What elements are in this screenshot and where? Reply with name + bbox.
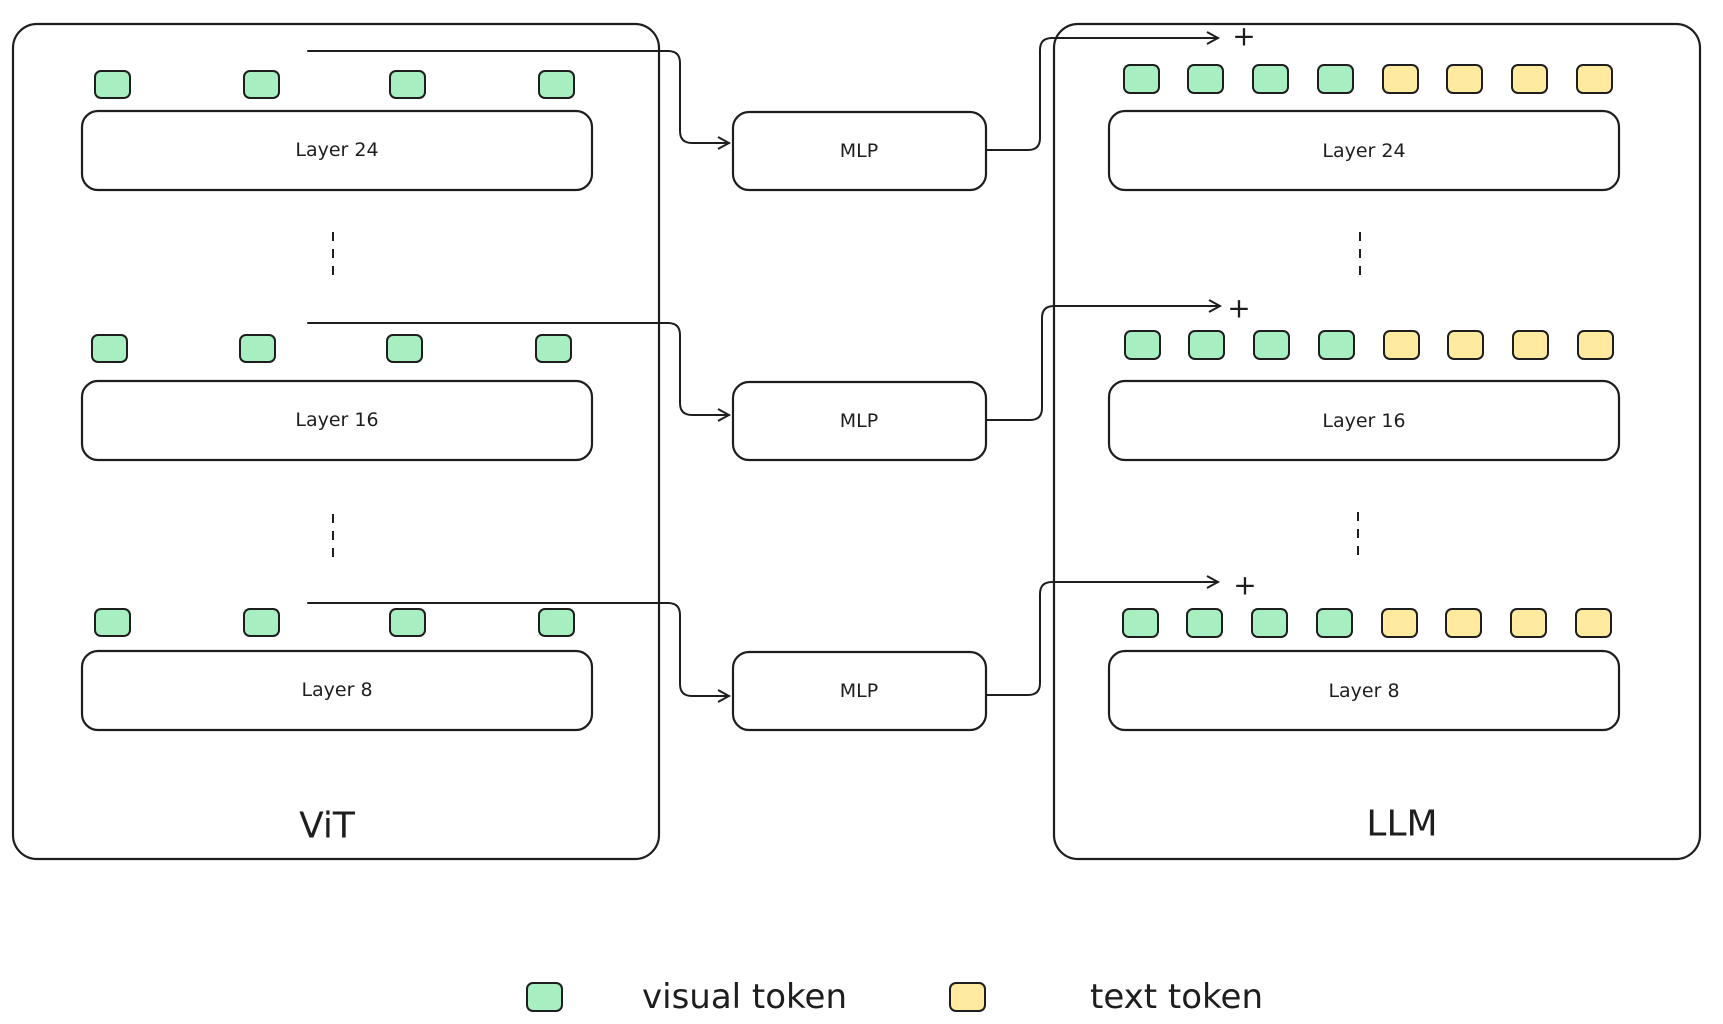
legend-visual-label: visual token (642, 977, 847, 1017)
vit-visual-token (538, 70, 575, 99)
mlp-to-llm-arrow-top (986, 38, 1218, 151)
llm-visual-token (1122, 608, 1159, 638)
llm-layer-8-box (1107, 649, 1621, 732)
legend-text-label: text token (1090, 977, 1263, 1017)
vit-layer-24-box (80, 109, 594, 192)
llm-layer-16-label: Layer 16 (1322, 410, 1405, 432)
vit-to-mlp-arrow-top (307, 50, 729, 143)
llm-text-token (1382, 64, 1419, 94)
llm-visual-token (1188, 330, 1225, 360)
mlp-box-bottom (731, 650, 988, 732)
llm-layer-24-box (1107, 109, 1621, 192)
vit-visual-token (538, 608, 575, 637)
legend-visual-swatch (526, 982, 563, 1012)
llm-text-token (1446, 64, 1483, 94)
llm-text-token (1510, 608, 1547, 638)
llm-visual-token (1187, 64, 1224, 94)
llm-panel (1052, 22, 1702, 861)
vit-visual-token (386, 334, 423, 363)
vit-visual-token (535, 334, 572, 363)
llm-visual-token (1252, 64, 1289, 94)
llm-text-token (1576, 64, 1613, 94)
llm-text-token (1577, 330, 1614, 360)
llm-visual-token (1186, 608, 1223, 638)
vit-to-mlp-arrow-bottom (307, 602, 729, 696)
mlp-label-middle: MLP (840, 410, 878, 432)
llm-text-token (1447, 330, 1484, 360)
llm-layer-16-box (1107, 379, 1621, 462)
llm-text-token (1445, 608, 1482, 638)
llm-layer-24-label: Layer 24 (1322, 140, 1405, 162)
vit-visual-token (389, 70, 426, 99)
vit-visual-token (389, 608, 426, 637)
llm-visual-token (1251, 608, 1288, 638)
vit-to-mlp-arrow-middle (307, 322, 729, 415)
llm-visual-token (1316, 608, 1353, 638)
llm-text-token (1381, 608, 1418, 638)
llm-visual-token (1124, 330, 1161, 360)
vit-visual-token (91, 334, 128, 363)
vit-layer-8-label: Layer 8 (301, 679, 372, 701)
vit-title: ViT (299, 806, 356, 847)
llm-text-token (1512, 330, 1549, 360)
vit-layer-24-label: Layer 24 (295, 139, 378, 161)
llm-visual-token (1317, 64, 1354, 94)
llm-visual-token (1253, 330, 1290, 360)
mlp-box-top (731, 110, 988, 192)
llm-layer-8-label: Layer 8 (1328, 680, 1399, 702)
mlp-label-top: MLP (840, 140, 878, 162)
plus-symbol-bottom: + (1233, 569, 1256, 602)
vit-visual-token (94, 70, 131, 99)
mlp-box-middle (731, 380, 988, 462)
plus-symbol-middle: + (1227, 292, 1250, 325)
vit-layer-8-box (80, 649, 594, 732)
vit-visual-token (239, 334, 276, 363)
vit-layer-16-label: Layer 16 (295, 409, 378, 431)
plus-symbol-top: + (1232, 20, 1255, 53)
vit-visual-token (243, 70, 280, 99)
llm-text-token (1383, 330, 1420, 360)
llm-visual-token (1318, 330, 1355, 360)
mlp-to-llm-arrow-middle (986, 306, 1220, 421)
vit-visual-token (94, 608, 131, 637)
mlp-label-bottom: MLP (840, 680, 878, 702)
vit-layer-16-box (80, 379, 594, 462)
llm-text-token (1575, 608, 1612, 638)
legend-text-swatch (949, 982, 986, 1012)
llm-title: LLM (1366, 804, 1437, 845)
llm-text-token (1511, 64, 1548, 94)
llm-visual-token (1123, 64, 1160, 94)
vit-visual-token (243, 608, 280, 637)
vit-panel (11, 22, 661, 861)
mlp-to-llm-arrow-bottom (986, 582, 1218, 696)
